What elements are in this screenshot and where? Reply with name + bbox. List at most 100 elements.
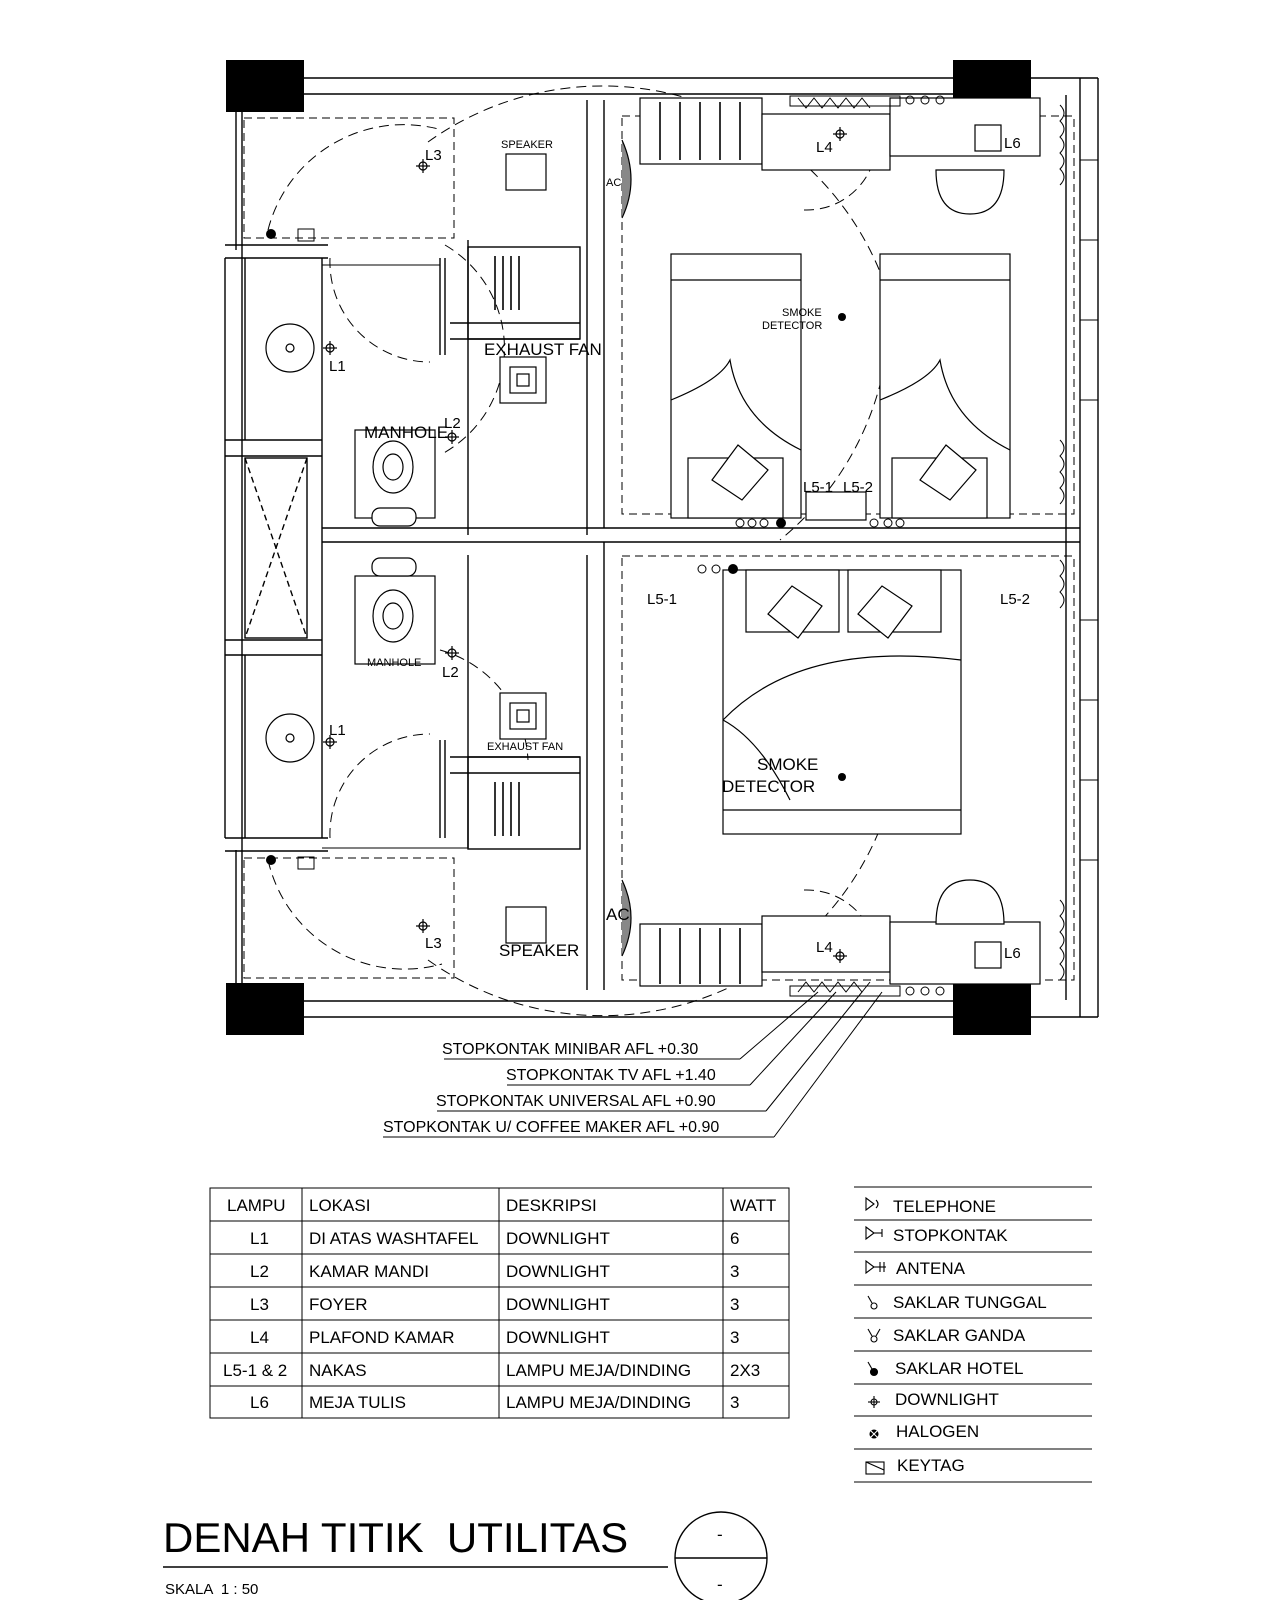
legend-saklar-tunggal: SAKLAR TUNGGAL: [893, 1293, 1047, 1312]
reference-top: -: [717, 1525, 723, 1544]
header-deskripsi: DESKRIPSI: [506, 1196, 597, 1215]
switch-dot-a: [776, 518, 786, 528]
cell-lokasi: MEJA TULIS: [309, 1393, 406, 1412]
plan-labels: SPEAKER SPEAKER AC AC EXHAUST FAN EXHAUS…: [329, 135, 1030, 962]
wardrobe-hangers: [494, 102, 741, 984]
cell-watt: 3: [730, 1328, 739, 1347]
cell-lokasi: DI ATAS WASHTAFEL: [309, 1229, 478, 1248]
saklar-hotel-top: [266, 229, 276, 239]
downlight-l3-top: [416, 159, 430, 173]
label-speaker-top: SPEAKER: [501, 139, 553, 151]
cell-watt: 2X3: [730, 1361, 760, 1380]
cell-deskripsi: DOWNLIGHT: [506, 1328, 610, 1347]
label-l3-top: L3: [425, 147, 442, 164]
cell-lampu: L2: [250, 1262, 269, 1281]
outlet-notes: STOPKONTAK MINIBAR AFL +0.30 STOPKONTAK …: [383, 1041, 719, 1136]
label-manhole-top: MANHOLE: [364, 423, 448, 442]
stopkontak-icon: [865, 1225, 883, 1241]
table-row: L2 KAMAR MANDI DOWNLIGHT 3: [250, 1262, 739, 1281]
cell-lokasi: PLAFOND KAMAR: [309, 1328, 454, 1347]
door-swings: [267, 85, 891, 1017]
smoke-detector-top: [838, 313, 846, 321]
legend-saklar-hotel: SAKLAR HOTEL: [895, 1359, 1024, 1378]
cell-lokasi: NAKAS: [309, 1361, 367, 1380]
label-exhaust-fan-top: EXHAUST FAN: [484, 340, 602, 359]
label-manhole-bottom: MANHOLE: [367, 657, 421, 669]
downlight-fixtures: [323, 127, 847, 963]
drawing-scale: SKALA 1 : 50: [165, 1581, 258, 1598]
note-minibar: STOPKONTAK MINIBAR AFL +0.30: [442, 1041, 698, 1058]
label-l1-bottom: L1: [329, 722, 346, 739]
label-l1-top: L1: [329, 358, 346, 375]
legend-antena: ANTENA: [896, 1259, 966, 1278]
legend-saklar-ganda: SAKLAR GANDA: [893, 1326, 1026, 1345]
legend-telephone: TELEPHONE: [893, 1197, 996, 1216]
table-row: L1 DI ATAS WASHTAFEL DOWNLIGHT 6: [250, 1229, 739, 1248]
smoke-detector-bottom: [838, 773, 846, 781]
cell-lokasi: KAMAR MANDI: [309, 1262, 429, 1281]
lamp-table: LAMPU LOKASI DESKRIPSI WATT L1 DI ATAS W…: [209, 1187, 790, 1419]
table-row: L4 PLAFOND KAMAR DOWNLIGHT 3: [250, 1328, 739, 1347]
label-l4-bottom: L4: [816, 939, 833, 956]
header-lampu: LAMPU: [227, 1196, 286, 1215]
downlight-l1-bottom: [323, 735, 337, 749]
cell-lampu: L5-1 & 2: [223, 1361, 287, 1380]
downlight-l3-bottom: [416, 919, 430, 933]
switch-dot-b: [728, 564, 738, 574]
cell-deskripsi: DOWNLIGHT: [506, 1229, 610, 1248]
legend-keytag: KEYTAG: [897, 1456, 965, 1475]
title-block: DENAH TITIK UTILITAS SKALA 1 : 50 - -: [163, 1511, 768, 1600]
legend-halogen: HALOGEN: [896, 1422, 979, 1441]
table-row: L6 MEJA TULIS LAMPU MEJA/DINDING 3: [250, 1393, 739, 1412]
saklar-tunggal-icon: [867, 1295, 878, 1310]
label-l5-1-top: L5-1: [803, 479, 833, 496]
header-watt: WATT: [730, 1196, 776, 1215]
label-l6-bottom: L6: [1004, 945, 1021, 962]
structural-columns: [226, 60, 1031, 1035]
legend-stopkontak: STOPKONTAK: [893, 1226, 1008, 1245]
downlight-l2-bottom: [445, 646, 459, 660]
label-l2-bottom: L2: [442, 664, 459, 681]
table-row: L5-1 & 2 NAKAS LAMPU MEJA/DINDING 2X3: [223, 1361, 760, 1380]
table-header: LAMPU LOKASI DESKRIPSI WATT: [227, 1196, 776, 1215]
cell-watt: 3: [730, 1262, 739, 1281]
note-coffee-maker: STOPKONTAK U/ COFFEE MAKER AFL +0.90: [383, 1119, 719, 1136]
table-row: L3 FOYER DOWNLIGHT 3: [250, 1295, 739, 1314]
label-speaker-bottom: SPEAKER: [499, 941, 579, 960]
label-ac-top: AC: [606, 177, 621, 189]
note-leaders: [383, 991, 883, 1138]
telephone-icon: [865, 1196, 879, 1212]
ceiling-outlines: [243, 115, 1075, 981]
label-smoke-bottom-2: DETECTOR: [722, 777, 815, 796]
label-l5-2-top: L5-2: [843, 479, 873, 496]
cell-lampu: L4: [250, 1328, 269, 1347]
downlight-l1-top: [323, 341, 337, 355]
cell-watt: 3: [730, 1295, 739, 1314]
outlet-symbols: [297, 95, 945, 997]
label-l2-top: L2: [444, 415, 461, 432]
cell-watt: 3: [730, 1393, 739, 1412]
downlight-l2-top: [445, 430, 459, 444]
note-universal: STOPKONTAK UNIVERSAL AFL +0.90: [436, 1093, 716, 1110]
halogen-icon: [868, 1428, 880, 1440]
label-smoke-top-1: SMOKE: [782, 307, 822, 319]
cell-deskripsi: DOWNLIGHT: [506, 1295, 610, 1314]
downlight-icon: [868, 1396, 880, 1408]
header-lokasi: LOKASI: [309, 1196, 370, 1215]
cell-lampu: L3: [250, 1295, 269, 1314]
label-l6-top: L6: [1004, 135, 1021, 152]
saklar-hotel-bottom: [266, 855, 276, 865]
cell-lampu: L1: [250, 1229, 269, 1248]
keytag-icon: [865, 1461, 885, 1475]
legend-downlight: DOWNLIGHT: [895, 1390, 999, 1409]
saklar-hotel-icon: [867, 1361, 879, 1377]
label-l4-top: L4: [816, 139, 833, 156]
cell-lokasi: FOYER: [309, 1295, 368, 1314]
saklar-ganda-icon: [867, 1328, 881, 1343]
drawing-title: DENAH TITIK UTILITAS: [163, 1514, 628, 1561]
cell-deskripsi: LAMPU MEJA/DINDING: [506, 1393, 691, 1412]
label-ac-bottom: AC: [606, 905, 630, 924]
label-l3-bottom: L3: [425, 935, 442, 952]
label-exhaust-fan-bottom: EXHAUST FAN: [487, 741, 563, 753]
